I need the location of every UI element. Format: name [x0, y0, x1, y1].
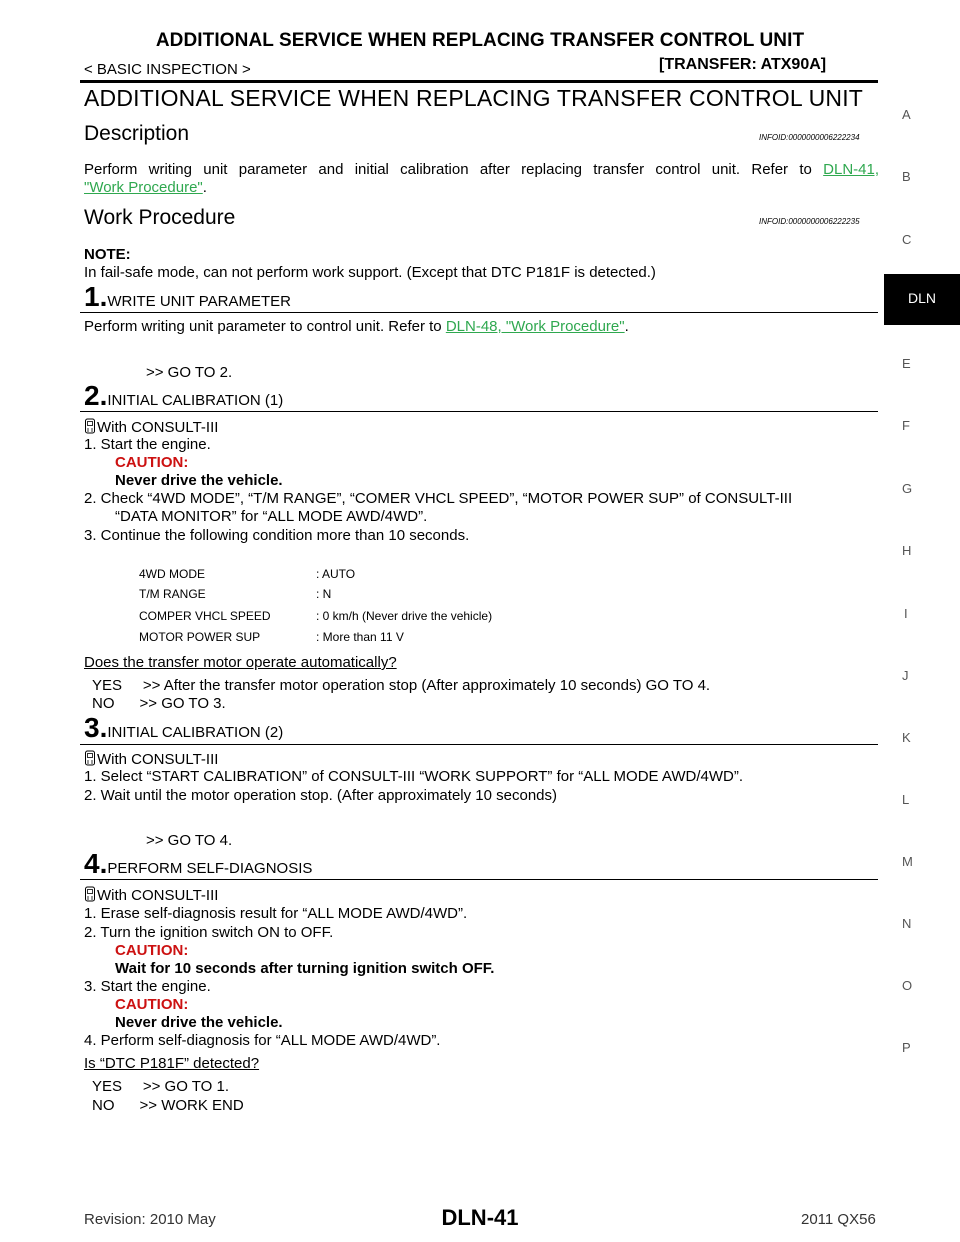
infoid-work-procedure: INFOID:0000000006222235 [759, 217, 860, 226]
step-4-caution-1-text: Wait for 10 seconds after turning igniti… [115, 960, 495, 977]
step-2-caution-label: CAUTION: [115, 454, 189, 471]
step-4-item-2: 2. Turn the ignition switch ON to OFF. [84, 924, 334, 941]
step-2-caution-text: Never drive the vehicle. [115, 472, 283, 489]
link-dln-48[interactable]: DLN-48, "Work Procedure" [445, 318, 625, 335]
side-index-item[interactable]: I [904, 606, 908, 621]
step-4-item-3: 3. Start the engine. [84, 978, 211, 995]
step-1-goto: >> GO TO 2. [146, 364, 233, 381]
note-label: NOTE: [84, 246, 131, 263]
step-4-caution-2-label: CAUTION: [115, 996, 189, 1013]
side-index-item[interactable]: N [902, 916, 912, 931]
step-2-rule [80, 411, 878, 412]
side-index-item[interactable]: L [902, 792, 910, 807]
step-4-caution-2-text: Never drive the vehicle. [115, 1014, 283, 1031]
note-text: In fail-safe mode, can not perform work … [84, 264, 656, 281]
consult-icon [85, 886, 95, 902]
breadcrumb: < BASIC INSPECTION > [84, 61, 251, 78]
description-line2: "Work Procedure". [84, 179, 207, 197]
consult-icon [85, 750, 95, 766]
step-3-number: 3. [84, 712, 108, 743]
step-2-with-text: With CONSULT-III [97, 419, 219, 436]
page-title: ADDITIONAL SERVICE WHEN REPLACING TRANSF… [84, 85, 864, 111]
side-index-item[interactable]: O [902, 978, 913, 993]
step-3-goto: >> GO TO 4. [146, 832, 233, 849]
step-2-question: Does the transfer motor operate automati… [84, 654, 397, 671]
step-4-heading: 4.PERFORM SELF-DIAGNOSIS [84, 848, 312, 880]
footer-page-number: DLN-41 [441, 1205, 519, 1230]
condition-key: T/M RANGE [139, 587, 206, 601]
step-1-text: Perform writing unit parameter to contro… [84, 318, 629, 336]
step-1-number: 1. [84, 281, 108, 312]
step-4-no: NO >> WORK END [92, 1097, 244, 1114]
consult-icon [85, 418, 95, 434]
step-1-instruction: Perform writing unit parameter to contro… [84, 318, 442, 335]
step-3-item-2: 2. Wait until the motor operation stop. … [84, 787, 558, 804]
side-index-item[interactable]: P [902, 1040, 911, 1055]
header-model: [TRANSFER: ATX90A] [659, 56, 827, 73]
condition-key: COMPER VHCL SPEED [139, 609, 271, 623]
side-index-item[interactable]: C [902, 232, 912, 247]
step-4-with: With CONSULT-III [84, 886, 218, 905]
step-2-number: 2. [84, 380, 108, 411]
step-2-with: With CONSULT-III [84, 418, 218, 437]
page-header-title: ADDITIONAL SERVICE WHEN REPLACING TRANSF… [155, 30, 805, 51]
step-2-item-3: 3. Continue the following condition more… [84, 527, 470, 544]
link-work-procedure[interactable]: "Work Procedure" [84, 179, 203, 196]
step-3-with: With CONSULT-III [84, 750, 218, 769]
section-title-work-procedure: Work Procedure [84, 206, 236, 229]
side-index-item[interactable]: J [902, 668, 909, 683]
step-4-caution-1-label: CAUTION: [115, 942, 189, 959]
step-4-question: Is “DTC P181F” detected? [84, 1055, 260, 1072]
description-text: Perform writing unit parameter and initi… [84, 161, 812, 178]
link-dln-41[interactable]: DLN-41, [823, 161, 880, 178]
step-4-item-1: 1. Erase self-diagnosis result for “ALL … [84, 905, 468, 922]
step-4-number: 4. [84, 848, 108, 879]
side-index-active-tab[interactable] [884, 274, 960, 325]
step-3-rule [80, 744, 878, 745]
step-2-item-2b: “DATA MONITOR” for “ALL MODE AWD/4WD”. [115, 508, 428, 525]
condition-value: : More than 11 V [316, 630, 404, 644]
step-4-item-4: 4. Perform self-diagnosis for “ALL MODE … [84, 1032, 441, 1049]
side-index-item[interactable]: K [902, 730, 911, 745]
step-2-heading: 2.INITIAL CALIBRATION (1) [84, 380, 283, 412]
side-index-item[interactable]: M [902, 854, 913, 869]
side-index-item[interactable]: F [902, 418, 910, 433]
step-3-with-text: With CONSULT-III [97, 751, 219, 768]
step-1-rule [80, 312, 878, 313]
step-1-heading: 1.WRITE UNIT PARAMETER [84, 281, 291, 313]
header-rule [80, 80, 878, 83]
step-2-item-1: 1. Start the engine. [84, 436, 211, 453]
infoid-description: INFOID:0000000006222234 [759, 133, 860, 142]
condition-key: MOTOR POWER SUP [139, 630, 261, 644]
step-4-yes: YES >> GO TO 1. [92, 1078, 230, 1095]
side-index-item[interactable]: H [902, 543, 912, 558]
side-index-item[interactable]: B [902, 169, 911, 184]
side-index-item[interactable]: A [902, 107, 911, 122]
side-index-item[interactable]: E [902, 356, 911, 371]
step-1-title: WRITE UNIT PARAMETER [107, 293, 291, 310]
side-index-item-active[interactable]: DLN [907, 290, 936, 306]
step-3-item-1: 1. Select “START CALIBRATION” of CONSULT… [84, 768, 743, 785]
step-3-heading: 3.INITIAL CALIBRATION (2) [84, 712, 283, 744]
condition-key: 4WD MODE [139, 567, 205, 581]
step-4-with-text: With CONSULT-III [97, 887, 219, 904]
footer-revision: Revision: 2010 May [84, 1211, 216, 1228]
step-3-title: INITIAL CALIBRATION (2) [107, 724, 284, 741]
footer-model-year: 2011 QX56 [801, 1211, 876, 1228]
step-2-item-2a: 2. Check “4WD MODE”, “T/M RANGE”, “COMER… [84, 490, 793, 507]
description-end: . [202, 179, 207, 196]
condition-value: : 0 km/h (Never drive the vehicle) [316, 609, 493, 623]
section-title-description: Description [84, 122, 190, 145]
condition-value: : N [316, 587, 332, 601]
step-1-end: . [624, 318, 629, 335]
description-line1: Perform writing unit parameter and initi… [84, 161, 879, 179]
side-index-item[interactable]: G [902, 481, 913, 496]
step-4-title: PERFORM SELF-DIAGNOSIS [107, 860, 313, 877]
step-2-title: INITIAL CALIBRATION (1) [107, 392, 284, 409]
step-4-rule [80, 879, 878, 880]
step-2-yes: YES >> After the transfer motor operatio… [92, 677, 711, 694]
step-2-no: NO >> GO TO 3. [92, 695, 226, 712]
condition-value: : AUTO [316, 567, 356, 581]
